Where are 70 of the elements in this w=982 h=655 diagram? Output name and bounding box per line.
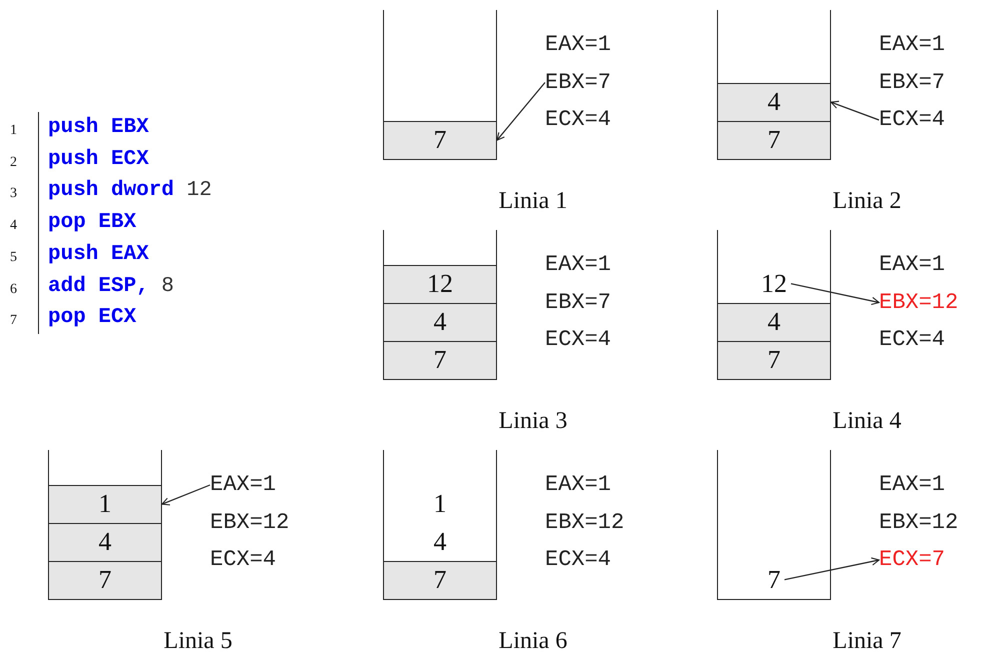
register-value: EBX=7 bbox=[879, 70, 946, 96]
stack-cell: 12 bbox=[383, 264, 497, 304]
panel-caption: Linia 3 bbox=[498, 407, 568, 435]
stack-value: 7 bbox=[764, 560, 784, 599]
register-value: EBX=12 bbox=[879, 290, 958, 316]
arrow bbox=[790, 283, 880, 306]
line-number: 3 bbox=[10, 185, 17, 204]
line-number: 7 bbox=[10, 312, 17, 330]
code-line: add ESP, 8 bbox=[48, 274, 174, 300]
register-value: ECX=7 bbox=[879, 547, 946, 573]
code-line: push EAX bbox=[48, 242, 149, 268]
stack-container bbox=[383, 450, 497, 600]
arrow bbox=[496, 82, 546, 141]
code-line: pop EBX bbox=[48, 210, 136, 236]
register-value: EAX=1 bbox=[879, 32, 946, 58]
line-number: 2 bbox=[10, 154, 17, 172]
stack-container bbox=[717, 230, 831, 380]
stack-cell: 4 bbox=[383, 302, 497, 342]
stack-container bbox=[48, 450, 162, 600]
register-value: EAX=1 bbox=[210, 472, 276, 498]
register-value: ECX=4 bbox=[210, 547, 276, 573]
stack-cell: 4 bbox=[717, 82, 831, 122]
arrow bbox=[161, 484, 210, 506]
stack-cell: 7 bbox=[383, 340, 497, 380]
register-value: EBX=7 bbox=[545, 70, 612, 96]
arrow bbox=[784, 557, 880, 580]
register-value: ECX=4 bbox=[545, 107, 612, 133]
register-value: EAX=1 bbox=[545, 472, 612, 498]
register-value: ECX=4 bbox=[879, 107, 946, 133]
stack-cell: 7 bbox=[717, 340, 831, 380]
stack-cell: 4 bbox=[717, 302, 831, 342]
register-value: ECX=4 bbox=[545, 327, 612, 353]
stack-cell: 7 bbox=[717, 120, 831, 160]
stack-cell: 4 bbox=[48, 522, 162, 562]
stack-cell: 7 bbox=[383, 560, 497, 600]
code-line: push EBX bbox=[48, 115, 149, 141]
stack-value: 4 bbox=[430, 522, 450, 561]
panel-caption: Linia 2 bbox=[832, 187, 902, 215]
panel-caption: Linia 5 bbox=[164, 627, 232, 655]
register-value: EAX=1 bbox=[879, 472, 946, 498]
stack-container bbox=[383, 230, 497, 380]
panel-caption: Linia 7 bbox=[832, 627, 902, 655]
register-value: EBX=12 bbox=[879, 510, 958, 536]
line-number: 4 bbox=[10, 217, 17, 236]
line-number: 6 bbox=[10, 280, 17, 298]
stack-container bbox=[717, 10, 831, 160]
panel-caption: Linia 4 bbox=[832, 407, 902, 435]
stack-cell: 7 bbox=[383, 120, 497, 160]
line-number: 1 bbox=[10, 122, 17, 140]
register-value: ECX=4 bbox=[879, 327, 946, 353]
panel-caption: Linia 6 bbox=[498, 627, 568, 655]
register-value: EBX=7 bbox=[545, 290, 612, 316]
code-line: push ECX bbox=[48, 146, 149, 173]
register-value: ECX=4 bbox=[545, 547, 612, 573]
panel-caption: Linia 1 bbox=[498, 187, 568, 215]
line-number: 5 bbox=[10, 248, 17, 267]
register-value: EAX=1 bbox=[879, 252, 946, 278]
stack-cell: 7 bbox=[48, 560, 162, 600]
register-value: EAX=1 bbox=[545, 252, 612, 278]
code-line: pop ECX bbox=[48, 305, 136, 332]
stack-container bbox=[717, 450, 831, 600]
code-line: push dword 12 bbox=[48, 178, 212, 204]
register-value: EAX=1 bbox=[545, 32, 612, 58]
stack-value: 1 bbox=[430, 484, 450, 523]
register-value: EBX=12 bbox=[545, 510, 624, 536]
stack-cell: 1 bbox=[48, 484, 162, 524]
arrow bbox=[830, 100, 880, 121]
register-value: EBX=12 bbox=[210, 510, 290, 536]
stack-value: 12 bbox=[757, 264, 791, 303]
stack-container bbox=[383, 10, 497, 160]
